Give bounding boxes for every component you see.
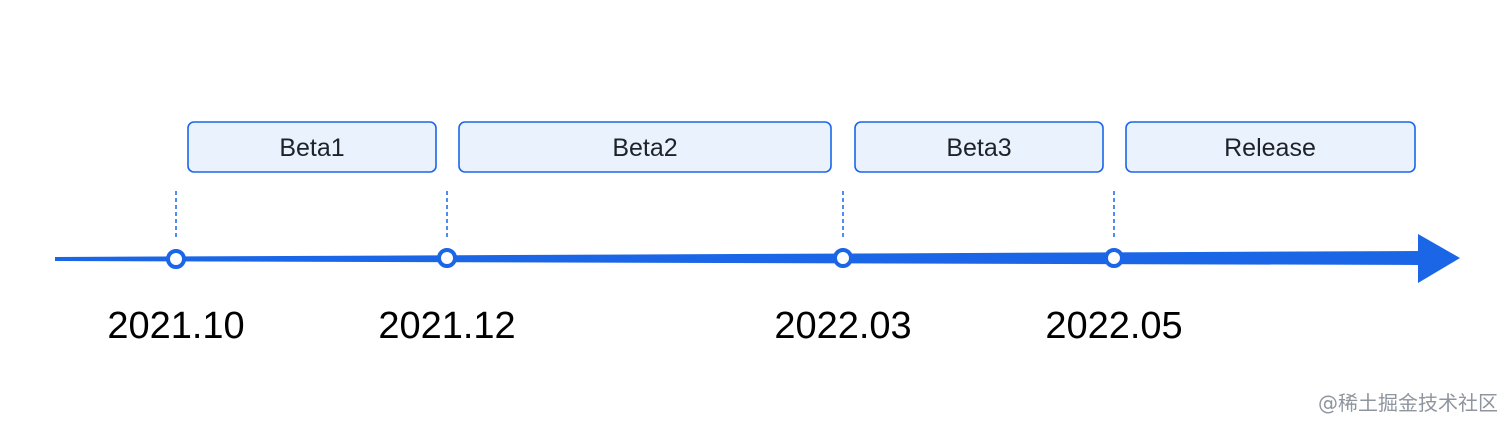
phase-label: Release xyxy=(1224,134,1316,162)
phase-label: Beta2 xyxy=(612,134,677,162)
milestone-marker xyxy=(437,248,457,268)
phase-box xyxy=(854,121,1104,173)
phase-beta1: Beta1 xyxy=(187,121,437,173)
milestone-date: 2021.10 xyxy=(107,305,244,347)
phase-box xyxy=(187,121,437,173)
milestone-marker xyxy=(833,248,853,268)
milestone-date: 2021.12 xyxy=(378,305,515,347)
phase-label: Beta3 xyxy=(946,134,1011,162)
milestone-date: 2022.03 xyxy=(774,305,911,347)
milestone-date: 2022.05 xyxy=(1045,305,1182,347)
phase-box xyxy=(458,121,832,173)
phase-release: Release xyxy=(1125,121,1416,173)
timeline-arrowhead-icon xyxy=(1418,234,1460,283)
timeline-axis xyxy=(55,251,1420,265)
milestone-marker xyxy=(1104,248,1124,268)
phase-beta3: Beta3 xyxy=(854,121,1104,173)
phase-label: Beta1 xyxy=(279,134,344,162)
milestone-marker xyxy=(166,249,186,269)
watermark: @稀土掘金技术社区 xyxy=(1318,391,1498,415)
phase-box xyxy=(1125,121,1416,173)
phase-beta2: Beta2 xyxy=(458,121,832,173)
